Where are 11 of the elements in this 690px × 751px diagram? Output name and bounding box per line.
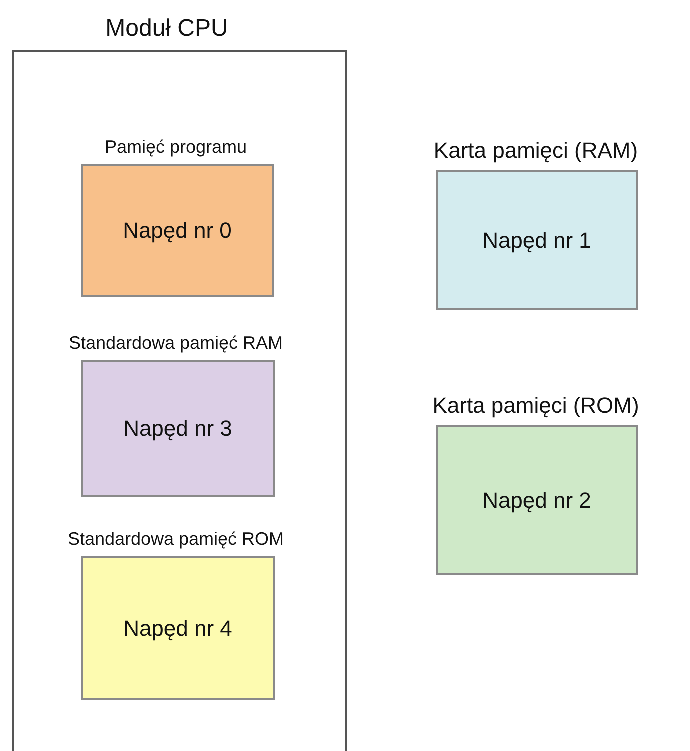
drive-label: Napęd nr 0 <box>123 217 232 245</box>
box-heading: Karta pamięci (ROM) <box>432 392 640 419</box>
drive-label: Napęd nr 4 <box>124 614 232 643</box>
box-heading: Karta pamięci (RAM) <box>434 136 638 164</box>
drive-label: Napęd nr 2 <box>482 486 592 515</box>
box-heading: Moduł CPU <box>106 14 228 44</box>
drive-label: Napęd nr 3 <box>124 415 232 443</box>
box-heading: Standardowa pamięć ROM <box>68 528 284 550</box>
drive-label: Napęd nr 1 <box>482 226 592 255</box>
box-heading: Pamięć programu <box>104 136 248 158</box>
box-heading: Standardowa pamięć RAM <box>68 332 284 354</box>
